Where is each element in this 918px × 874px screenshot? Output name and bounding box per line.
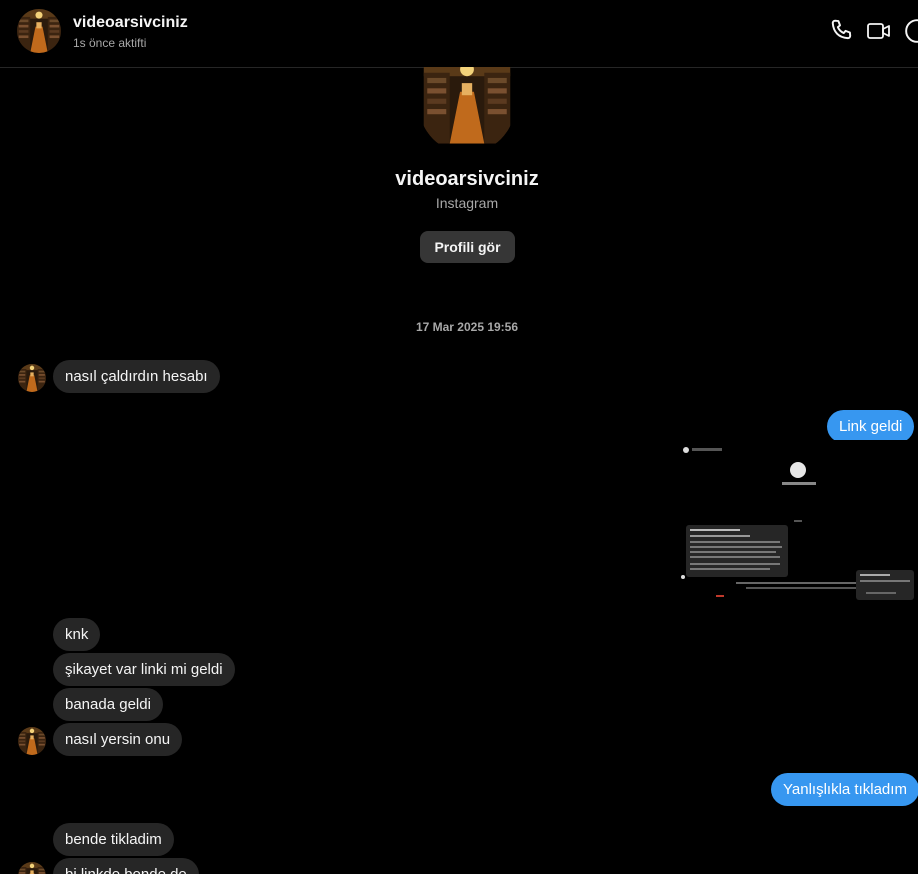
sender-avatar[interactable]: [18, 862, 46, 874]
header-status: 1s önce aktifti: [73, 36, 147, 50]
chat-header: videoarsivciniz 1s önce aktifti: [0, 0, 918, 68]
incoming-message[interactable]: şikayet var linki mi geldi: [53, 653, 235, 686]
image-attachment[interactable]: [676, 440, 918, 605]
phone-icon[interactable]: [828, 18, 854, 44]
header-username[interactable]: videoarsivciniz: [73, 14, 188, 31]
message-timestamp: 17 Mar 2025 19:56: [415, 320, 519, 334]
incoming-message[interactable]: bi linkde bende de: [53, 858, 199, 874]
sender-avatar[interactable]: [18, 727, 46, 755]
library-photo-icon: [18, 364, 46, 392]
library-photo-icon: [18, 727, 46, 755]
library-photo-icon: [18, 862, 46, 874]
incoming-message[interactable]: nasıl yersin onu: [53, 723, 183, 756]
video-icon[interactable]: [866, 18, 892, 44]
view-profile-button[interactable]: Profili gör: [420, 231, 515, 263]
library-photo-icon: [419, 67, 515, 153]
incoming-message[interactable]: knk: [53, 618, 101, 651]
header-avatar[interactable]: [17, 9, 61, 53]
profile-subtitle: Instagram: [435, 195, 499, 211]
incoming-message[interactable]: banada geldi: [53, 688, 163, 721]
outgoing-message[interactable]: Link geldi: [827, 410, 915, 443]
profile-name: videoarsivciniz: [395, 168, 539, 190]
info-icon[interactable]: [904, 18, 918, 44]
library-photo-icon: [17, 9, 61, 53]
outgoing-message[interactable]: Yanlışlıkla tıkladım: [771, 773, 918, 806]
incoming-message[interactable]: nasıl çaldırdın hesabı: [53, 360, 220, 393]
sender-avatar[interactable]: [18, 364, 46, 392]
profile-avatar[interactable]: [419, 67, 515, 153]
screenshot-thumbnail-icon: [676, 440, 918, 605]
incoming-message[interactable]: bende tikladim: [53, 823, 174, 856]
